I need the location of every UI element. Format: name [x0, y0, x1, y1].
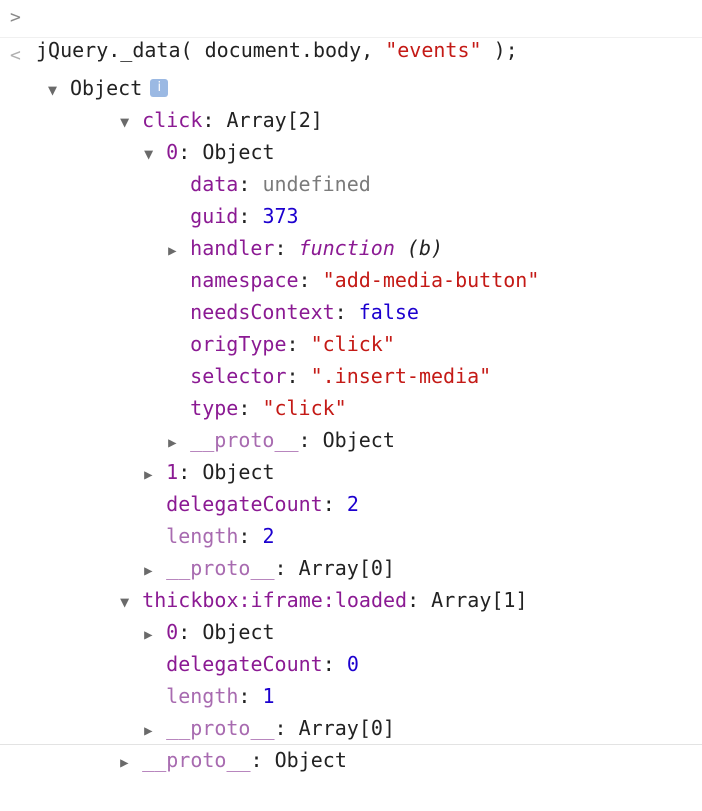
- collapse-triangle-icon[interactable]: ▶: [168, 243, 177, 259]
- input-prompt-icon: >: [10, 7, 21, 28]
- devtools-console: > jQuery._data( document.body, "events" )…: [0, 2, 702, 772]
- prop-click-length: length: 2: [166, 524, 275, 548]
- prop-thickbox-proto[interactable]: ▶__proto__: Array[0]: [96, 680, 395, 740]
- tree-node-click[interactable]: ▼click: Array[2]: [72, 72, 323, 132]
- console-input-line[interactable]: > jQuery._data( document.body, "events" )…: [0, 2, 702, 62]
- prop-thickbox-delegateCount: delegateCount: 0: [166, 652, 359, 676]
- prop-handler[interactable]: ▶handler: function (b): [120, 200, 443, 260]
- prop-data: data: undefined: [190, 172, 371, 196]
- result-prompt-icon: <: [10, 45, 21, 66]
- prop-type: type: "click": [190, 396, 347, 420]
- tree-node-thickbox[interactable]: ▼thickbox:iframe:loaded: Array[1]: [72, 552, 527, 612]
- prop-proto-object-inner[interactable]: ▶__proto__: Object: [120, 392, 395, 452]
- info-icon[interactable]: i: [150, 78, 169, 97]
- root-object-label: Object: [70, 76, 143, 100]
- expand-triangle-icon[interactable]: ▼: [144, 145, 154, 163]
- divider: [0, 744, 702, 745]
- prop-click-proto[interactable]: ▶__proto__: Array[0]: [96, 520, 395, 580]
- prop-origType: origType: "click": [190, 332, 395, 356]
- collapse-triangle-icon[interactable]: ▶: [144, 563, 153, 579]
- prop-thickbox-length: length: 1: [166, 684, 275, 708]
- collapse-triangle-icon[interactable]: ▶: [144, 627, 153, 643]
- prop-click-delegateCount: delegateCount: 2: [166, 492, 359, 516]
- prop-namespace: namespace: "add-media-button": [190, 268, 540, 292]
- expand-triangle-icon[interactable]: ▼: [120, 113, 130, 131]
- prop-selector: selector: ".insert-media": [190, 364, 492, 388]
- tree-node-thickbox-0[interactable]: ▶0: Object: [96, 584, 274, 644]
- collapse-triangle-icon[interactable]: ▶: [144, 467, 153, 483]
- expand-triangle-icon[interactable]: ▼: [120, 593, 130, 611]
- tree-node-click-1[interactable]: ▶1: Object: [96, 424, 274, 484]
- collapse-triangle-icon[interactable]: ▶: [144, 723, 153, 739]
- collapse-triangle-icon[interactable]: ▶: [168, 435, 177, 451]
- expand-triangle-icon[interactable]: ▼: [48, 81, 58, 99]
- prop-guid: guid: 373: [190, 204, 299, 228]
- prop-needsContext: needsContext: false: [190, 300, 419, 324]
- console-command: jQuery._data( document.body, "events" );: [36, 38, 518, 62]
- prop-root-proto[interactable]: ▶__proto__: Object: [72, 712, 347, 772]
- tree-node-click-0[interactable]: ▼0: Object: [96, 104, 274, 164]
